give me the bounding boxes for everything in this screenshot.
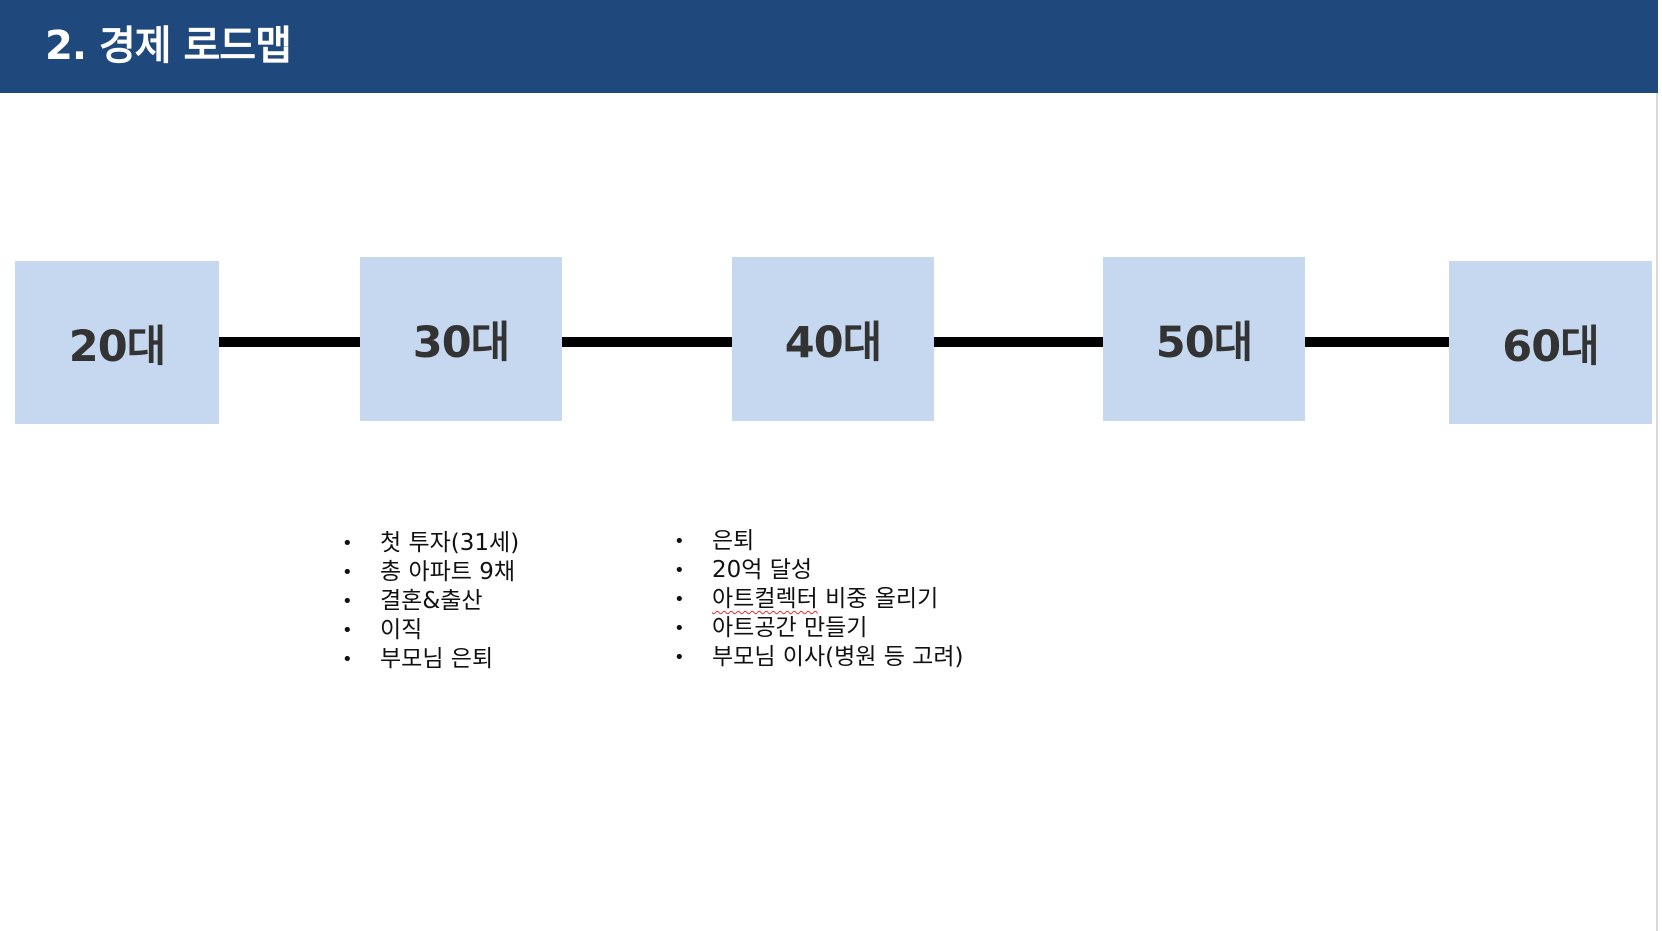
title-bar: 2. 경제 로드맵 (0, 0, 1658, 93)
list-item-text: 비중 올리기 (825, 586, 939, 612)
slide-title: 2. 경제 로드맵 (45, 23, 292, 69)
stage-box-40s: 40대 (732, 257, 934, 421)
milestone-list-30s: 첫 투자(31세) 총 아파트 9채 결혼&출산 이직 부모님 은퇴 (342, 529, 519, 674)
stage-box-20s: 20대 (15, 261, 219, 424)
list-item: 결혼&출산 (342, 587, 519, 616)
list-item: 20억 달성 (674, 556, 963, 585)
stage-label-60s: 60대 (1502, 321, 1599, 372)
list-item: 아트컬렉터 비중 올리기 (674, 585, 963, 614)
list-item: 첫 투자(31세) (342, 529, 519, 558)
milestone-list-40s: 은퇴 20억 달성 아트컬렉터 비중 올리기 아트공간 만들기 부모님 이사(병… (674, 527, 963, 672)
stage-label-20s: 20대 (68, 321, 166, 372)
stage-label-50s: 50대 (1155, 318, 1253, 368)
stage-box-30s: 30대 (360, 257, 562, 421)
stage-label-30s: 30대 (412, 318, 510, 368)
list-item: 이직 (342, 616, 519, 645)
list-item: 은퇴 (674, 527, 963, 556)
list-item: 부모님 은퇴 (342, 645, 519, 674)
stage-label-40s: 40대 (784, 318, 882, 368)
list-item: 부모님 이사(병원 등 고려) (674, 643, 963, 672)
stage-box-60s: 60대 (1449, 261, 1652, 424)
list-item: 아트공간 만들기 (674, 614, 963, 643)
spellcheck-marked-word[interactable]: 아트컬렉터 (712, 586, 818, 612)
list-item: 총 아파트 9채 (342, 558, 519, 587)
stage-box-50s: 50대 (1103, 257, 1305, 421)
